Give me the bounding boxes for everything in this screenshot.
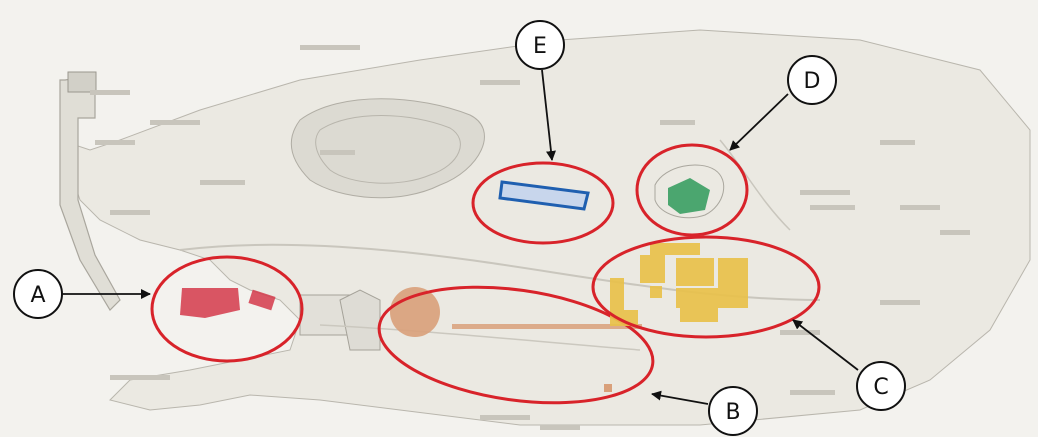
area-c-building (640, 255, 665, 283)
area-c-building (650, 286, 662, 298)
area-a-highlight-ellipse[interactable] (150, 255, 304, 363)
callout-d[interactable]: D (787, 55, 837, 105)
callout-b-circle (708, 386, 758, 436)
area-d (635, 143, 749, 237)
area-b-small-block (604, 384, 612, 392)
area-c-building (610, 310, 638, 326)
hill-road (719, 139, 791, 231)
callout-b[interactable]: B (708, 386, 758, 436)
arrow-d (729, 93, 789, 151)
arrow-b (651, 390, 709, 405)
hill-contour-inner (315, 115, 461, 184)
faint-map-labels (90, 45, 970, 430)
area-c (610, 243, 748, 326)
area-c-building (680, 305, 718, 322)
callout-e-label: E (533, 34, 547, 59)
area-a (150, 255, 304, 363)
area-d-hill (654, 164, 725, 219)
arrow-e (541, 69, 556, 161)
area-b (372, 271, 661, 418)
area-d-highlight-ellipse[interactable] (635, 143, 749, 237)
area-c-building (676, 288, 748, 308)
area-e (471, 161, 615, 245)
callout-d-label: D (804, 69, 821, 94)
callout-a-circle (13, 269, 63, 319)
area-a-facility-main (180, 288, 240, 318)
area-a-facility-small (248, 289, 276, 311)
service-road (319, 324, 641, 351)
callout-a[interactable]: A (13, 269, 63, 319)
pier (59, 74, 121, 311)
callout-b-label: B (725, 400, 740, 425)
area-b-highlight-ellipse[interactable] (372, 271, 661, 418)
callout-c-circle (856, 361, 906, 411)
area-c-highlight-ellipse[interactable] (591, 235, 821, 339)
callout-a-label: A (30, 283, 45, 308)
area-c-building (676, 258, 714, 286)
area-b-conveyor (452, 324, 642, 329)
callout-e-circle (515, 20, 565, 70)
area-c-building (718, 258, 748, 288)
callout-c-label: C (873, 375, 888, 400)
area-c-building (610, 278, 624, 313)
arrow-c (792, 319, 859, 371)
area-e-highlight-ellipse[interactable] (471, 161, 615, 245)
callout-d-circle (787, 55, 837, 105)
pier-head (67, 71, 97, 93)
area-c-building (650, 243, 700, 255)
callout-c[interactable]: C (856, 361, 906, 411)
callout-e[interactable]: E (515, 20, 565, 70)
area-d-facility (668, 178, 710, 214)
area-e-facility (498, 180, 590, 211)
